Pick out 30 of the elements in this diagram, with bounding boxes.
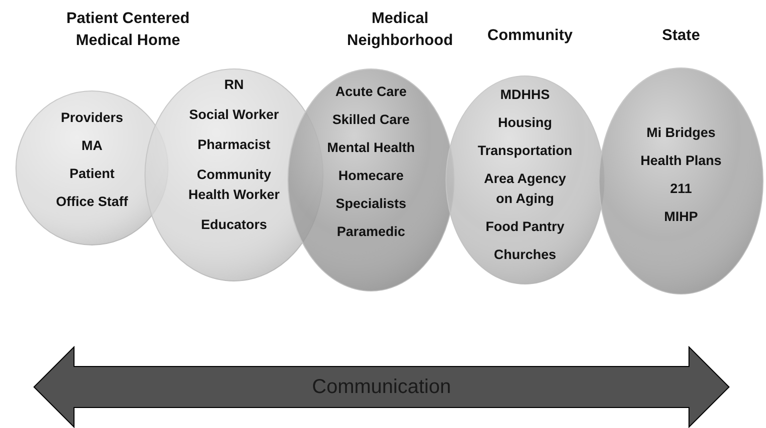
list-item: Churches xyxy=(494,246,556,264)
list-item: Social Worker xyxy=(189,106,279,124)
list-item: Skilled Care xyxy=(332,111,410,129)
list-item: Educators xyxy=(200,216,268,234)
list-item: Mi Bridges xyxy=(646,124,716,142)
list-item: MDHHS xyxy=(500,86,550,104)
list-item: Area Agency on Aging xyxy=(482,170,568,208)
list-item: Office Staff xyxy=(56,193,128,211)
list-item: Acute Care xyxy=(335,83,407,101)
list-item: Food Pantry xyxy=(486,218,564,236)
arrow-label: Communication xyxy=(312,376,451,398)
list-item: Community Health Worker xyxy=(187,166,281,204)
group-heading: State xyxy=(661,26,701,46)
list-item: Patient xyxy=(69,165,114,183)
list-item: RN xyxy=(224,76,244,94)
list-item: Housing xyxy=(498,114,552,132)
list-item: Transportation xyxy=(478,142,572,160)
list-item: Pharmacist xyxy=(198,136,270,154)
list-item: Specialists xyxy=(336,195,406,213)
list-item: 211 xyxy=(670,180,692,198)
group-heading: Community xyxy=(486,26,574,46)
group-heading: Patient Centered Medical Home xyxy=(65,9,191,51)
list-item: Providers xyxy=(60,109,124,127)
list-item: Mental Health xyxy=(327,139,415,157)
list-item: MA xyxy=(82,137,102,155)
list-item: Homecare xyxy=(338,167,404,185)
list-item: Health Plans xyxy=(640,152,722,170)
group-heading: Medical Neighborhood xyxy=(346,9,454,51)
list-item: MIHP xyxy=(664,208,698,226)
list-item: Paramedic xyxy=(336,223,406,241)
